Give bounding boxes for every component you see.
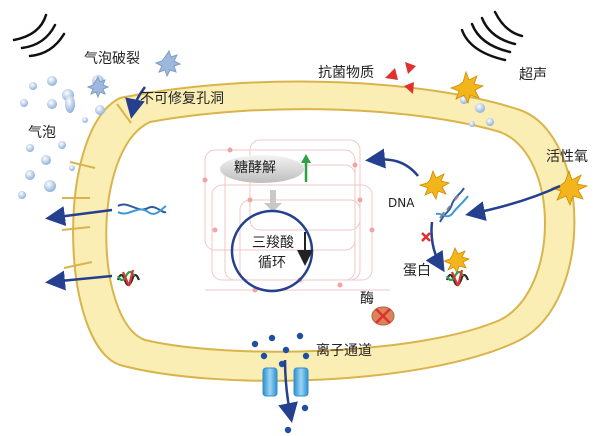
red-triangle-icon [385, 62, 416, 94]
arrow-dna-to-protein [425, 221, 445, 273]
arrow-protein-out [45, 270, 113, 291]
label-ros: 活性氧 [546, 149, 588, 165]
label-bubbles: 气泡 [28, 125, 56, 141]
bubble-burst-icon [86, 49, 182, 99]
protein-icon-released [116, 269, 141, 287]
label-irreversible-pores: 不可修复孔洞 [140, 91, 224, 107]
arrow-ros-in [465, 184, 561, 221]
label-enzyme: 酶 [360, 291, 374, 307]
label-glycolysis: 糖酵解 [234, 160, 276, 176]
cell-membrane [72, 80, 576, 382]
bubbles [18, 75, 105, 199]
sound-wave-icon-left [12, 13, 66, 58]
label-dna: DNA [388, 196, 415, 210]
label-protein: 蛋白 [403, 263, 431, 279]
label-ultrasound: 超声 [519, 67, 547, 83]
glycolysis-block [220, 155, 304, 183]
glycolysis-to-tca-arrow [264, 190, 282, 212]
dna-helix-icon-released [117, 203, 167, 215]
label-tca-line1: 三羧酸 [252, 235, 294, 251]
process-arrows [45, 86, 561, 423]
protein-icon-inside [445, 269, 470, 287]
enzyme-icon [371, 306, 395, 326]
label-ion-channel: 离子通道 [316, 343, 372, 359]
arrow-glycolysis-up [365, 148, 419, 177]
starburst-icon [418, 70, 589, 275]
blocked-x-icon [421, 232, 431, 242]
dna-helix-icon [435, 187, 469, 223]
label-bubble-burst: 气泡破裂 [84, 51, 140, 67]
sound-wave-icon-right [460, 10, 524, 62]
arrow-ion-out [278, 359, 298, 423]
arrow-pore [125, 86, 146, 119]
label-antibacterial: 抗菌物质 [318, 65, 374, 81]
label-tca-line2: 循环 [258, 255, 286, 271]
bubbles-right [460, 96, 494, 127]
membrane-pores [61, 103, 132, 269]
ions [251, 332, 310, 434]
ion-channel-icon [262, 367, 309, 397]
arrow-dna-out [45, 206, 113, 226]
